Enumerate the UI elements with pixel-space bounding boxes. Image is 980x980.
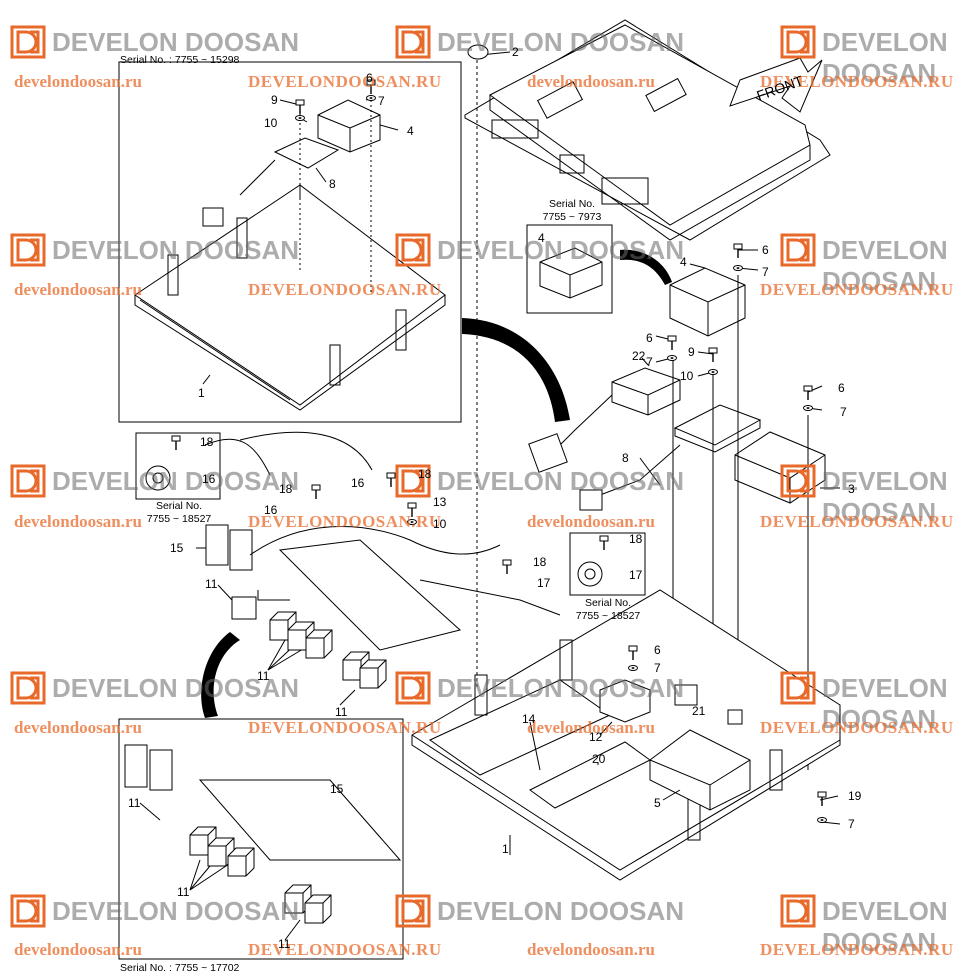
- callout-label: 1: [198, 386, 205, 400]
- callout-label: 11: [257, 669, 270, 683]
- watermark-url: DEVELONDOOSAN.RU: [248, 940, 442, 959]
- serial-note-clamp-left: Serial No. 7755 ~ 18527: [146, 500, 212, 525]
- callout-label: 6: [762, 243, 769, 257]
- callout-label: 3: [848, 482, 855, 496]
- callout-label: 4: [538, 231, 545, 245]
- callout-label: 18: [279, 482, 293, 496]
- watermark-logo-text: DEVELON DOOSAN: [437, 673, 685, 703]
- line-art: [118, 19, 841, 960]
- watermark-logo-text: DEVELON DOOSAN: [822, 235, 948, 296]
- serial-note-controller: Serial No. 7755 ~ 7973: [542, 198, 602, 223]
- callout-label: 16: [264, 503, 278, 517]
- serial-note-bottom: Serial No. : 7755 ~ 17702: [120, 962, 240, 974]
- callout-label: 15: [330, 782, 344, 796]
- hardware: [171, 44, 827, 823]
- connector-band-controller: [620, 249, 672, 285]
- serial-note-clamp-right: Serial No. 7755 ~ 18527: [575, 597, 641, 622]
- watermark-logo-text: DEVELON DOOSAN: [52, 27, 300, 57]
- callout-label: 14: [522, 712, 536, 726]
- connector-band-upper: [462, 318, 570, 422]
- callout-label: 10: [264, 116, 278, 130]
- callout-label: 16: [202, 472, 216, 486]
- callout-label: 1: [502, 842, 509, 856]
- watermark-url: develondoosan.ru: [14, 280, 142, 299]
- callout-label: 4: [407, 124, 414, 138]
- callout-label: 7: [762, 265, 769, 279]
- callout-label: 9: [688, 345, 695, 359]
- callout-label: 7: [654, 661, 661, 675]
- watermark-url: develondoosan.ru: [527, 72, 655, 91]
- callout-label: 11: [335, 705, 348, 719]
- callout-label: 16: [351, 476, 365, 490]
- callout-label: 18: [629, 532, 643, 546]
- callout-label: 20: [592, 752, 606, 766]
- watermark-logo-text: DEVELON DOOSAN: [437, 27, 685, 57]
- watermark-logo-text: DEVELON DOOSAN: [437, 466, 685, 496]
- callout-label: 11: [278, 937, 291, 951]
- callout-label: 13: [433, 495, 447, 509]
- watermark-url: DEVELONDOOSAN.RU: [760, 718, 954, 737]
- callout-label: 8: [329, 177, 336, 191]
- callout-label: 10: [680, 369, 694, 383]
- watermark-url: DEVELONDOOSAN.RU: [760, 940, 954, 959]
- watermark-logo-text: DEVELON DOOSAN: [822, 466, 948, 527]
- callout-label: 17: [629, 568, 643, 582]
- watermark-url: DEVELONDOOSAN.RU: [248, 512, 442, 531]
- watermark-logo: [10, 25, 46, 59]
- callout-label: 21: [692, 704, 706, 718]
- watermark-url: DEVELONDOOSAN.RU: [760, 280, 954, 299]
- callout-label: 11: [128, 796, 141, 810]
- callout-label: 7: [848, 817, 855, 831]
- callout-label: 10: [433, 517, 447, 531]
- watermark-logo-text: DEVELON DOOSAN: [52, 235, 300, 265]
- callout-label: 9: [271, 93, 278, 107]
- callout-label: 6: [646, 331, 653, 345]
- callout-label: 11: [177, 885, 190, 899]
- watermark-logo-text: DEVELON DOOSAN: [437, 235, 685, 265]
- callout-label: 12: [589, 730, 603, 744]
- callout-label: 18: [200, 435, 214, 449]
- watermark-url: DEVELONDOOSAN.RU: [248, 280, 442, 299]
- watermark-url: DEVELONDOOSAN.RU: [248, 72, 442, 91]
- serial-note-top: Serial No. : 7755 ~ 15298: [120, 54, 240, 66]
- watermark-logo-text: DEVELON DOOSAN: [822, 896, 948, 957]
- callout-label: 18: [418, 467, 432, 481]
- callout-label: 22: [632, 349, 646, 363]
- callout-label: 7: [840, 405, 847, 419]
- bottom-inset-frame: [118, 718, 404, 960]
- top-inset-frame: [118, 61, 462, 423]
- callout-label: 6: [366, 71, 373, 85]
- callout-label: 6: [838, 381, 845, 395]
- watermark-url: DEVELONDOOSAN.RU: [248, 718, 442, 737]
- callout-label: 11: [205, 577, 218, 591]
- watermark-url: DEVELONDOOSAN.RU: [760, 72, 954, 91]
- callout-label: 6: [654, 643, 661, 657]
- callout-label: 2: [512, 45, 519, 59]
- watermark-logo-text: DEVELON DOOSAN: [822, 673, 948, 734]
- watermark-url: develondoosan.ru: [14, 940, 142, 959]
- watermark-url: develondoosan.ru: [527, 718, 655, 737]
- watermark-url: develondoosan.ru: [527, 940, 655, 959]
- watermark-url: develondoosan.ru: [14, 718, 142, 737]
- watermark-url: develondoosan.ru: [14, 72, 142, 91]
- watermark-url: DEVELONDOOSAN.RU: [760, 512, 954, 531]
- watermark-url: develondoosan.ru: [14, 512, 142, 531]
- callout-label: 4: [680, 255, 687, 269]
- watermark-logo-text: DEVELON DOOSAN: [52, 673, 300, 703]
- callout-label: 18: [533, 555, 547, 569]
- callout-label: 15: [170, 541, 184, 555]
- callout-label: 7: [378, 94, 385, 108]
- callout-label: 17: [537, 576, 551, 590]
- watermark-logo-text: DEVELON DOOSAN: [822, 27, 948, 88]
- watermark-url: develondoosan.ru: [527, 512, 655, 531]
- connector-band-lower: [201, 632, 240, 718]
- callout-label: 8: [622, 451, 629, 465]
- callout-label: 5: [654, 796, 661, 810]
- watermark-logo-text: DEVELON DOOSAN: [437, 896, 685, 926]
- callout-label: 19: [848, 789, 862, 803]
- watermark-logo-text: DEVELON DOOSAN: [52, 466, 300, 496]
- callout-label: 7: [646, 355, 653, 369]
- watermark-logo-text: DEVELON DOOSAN: [52, 896, 300, 926]
